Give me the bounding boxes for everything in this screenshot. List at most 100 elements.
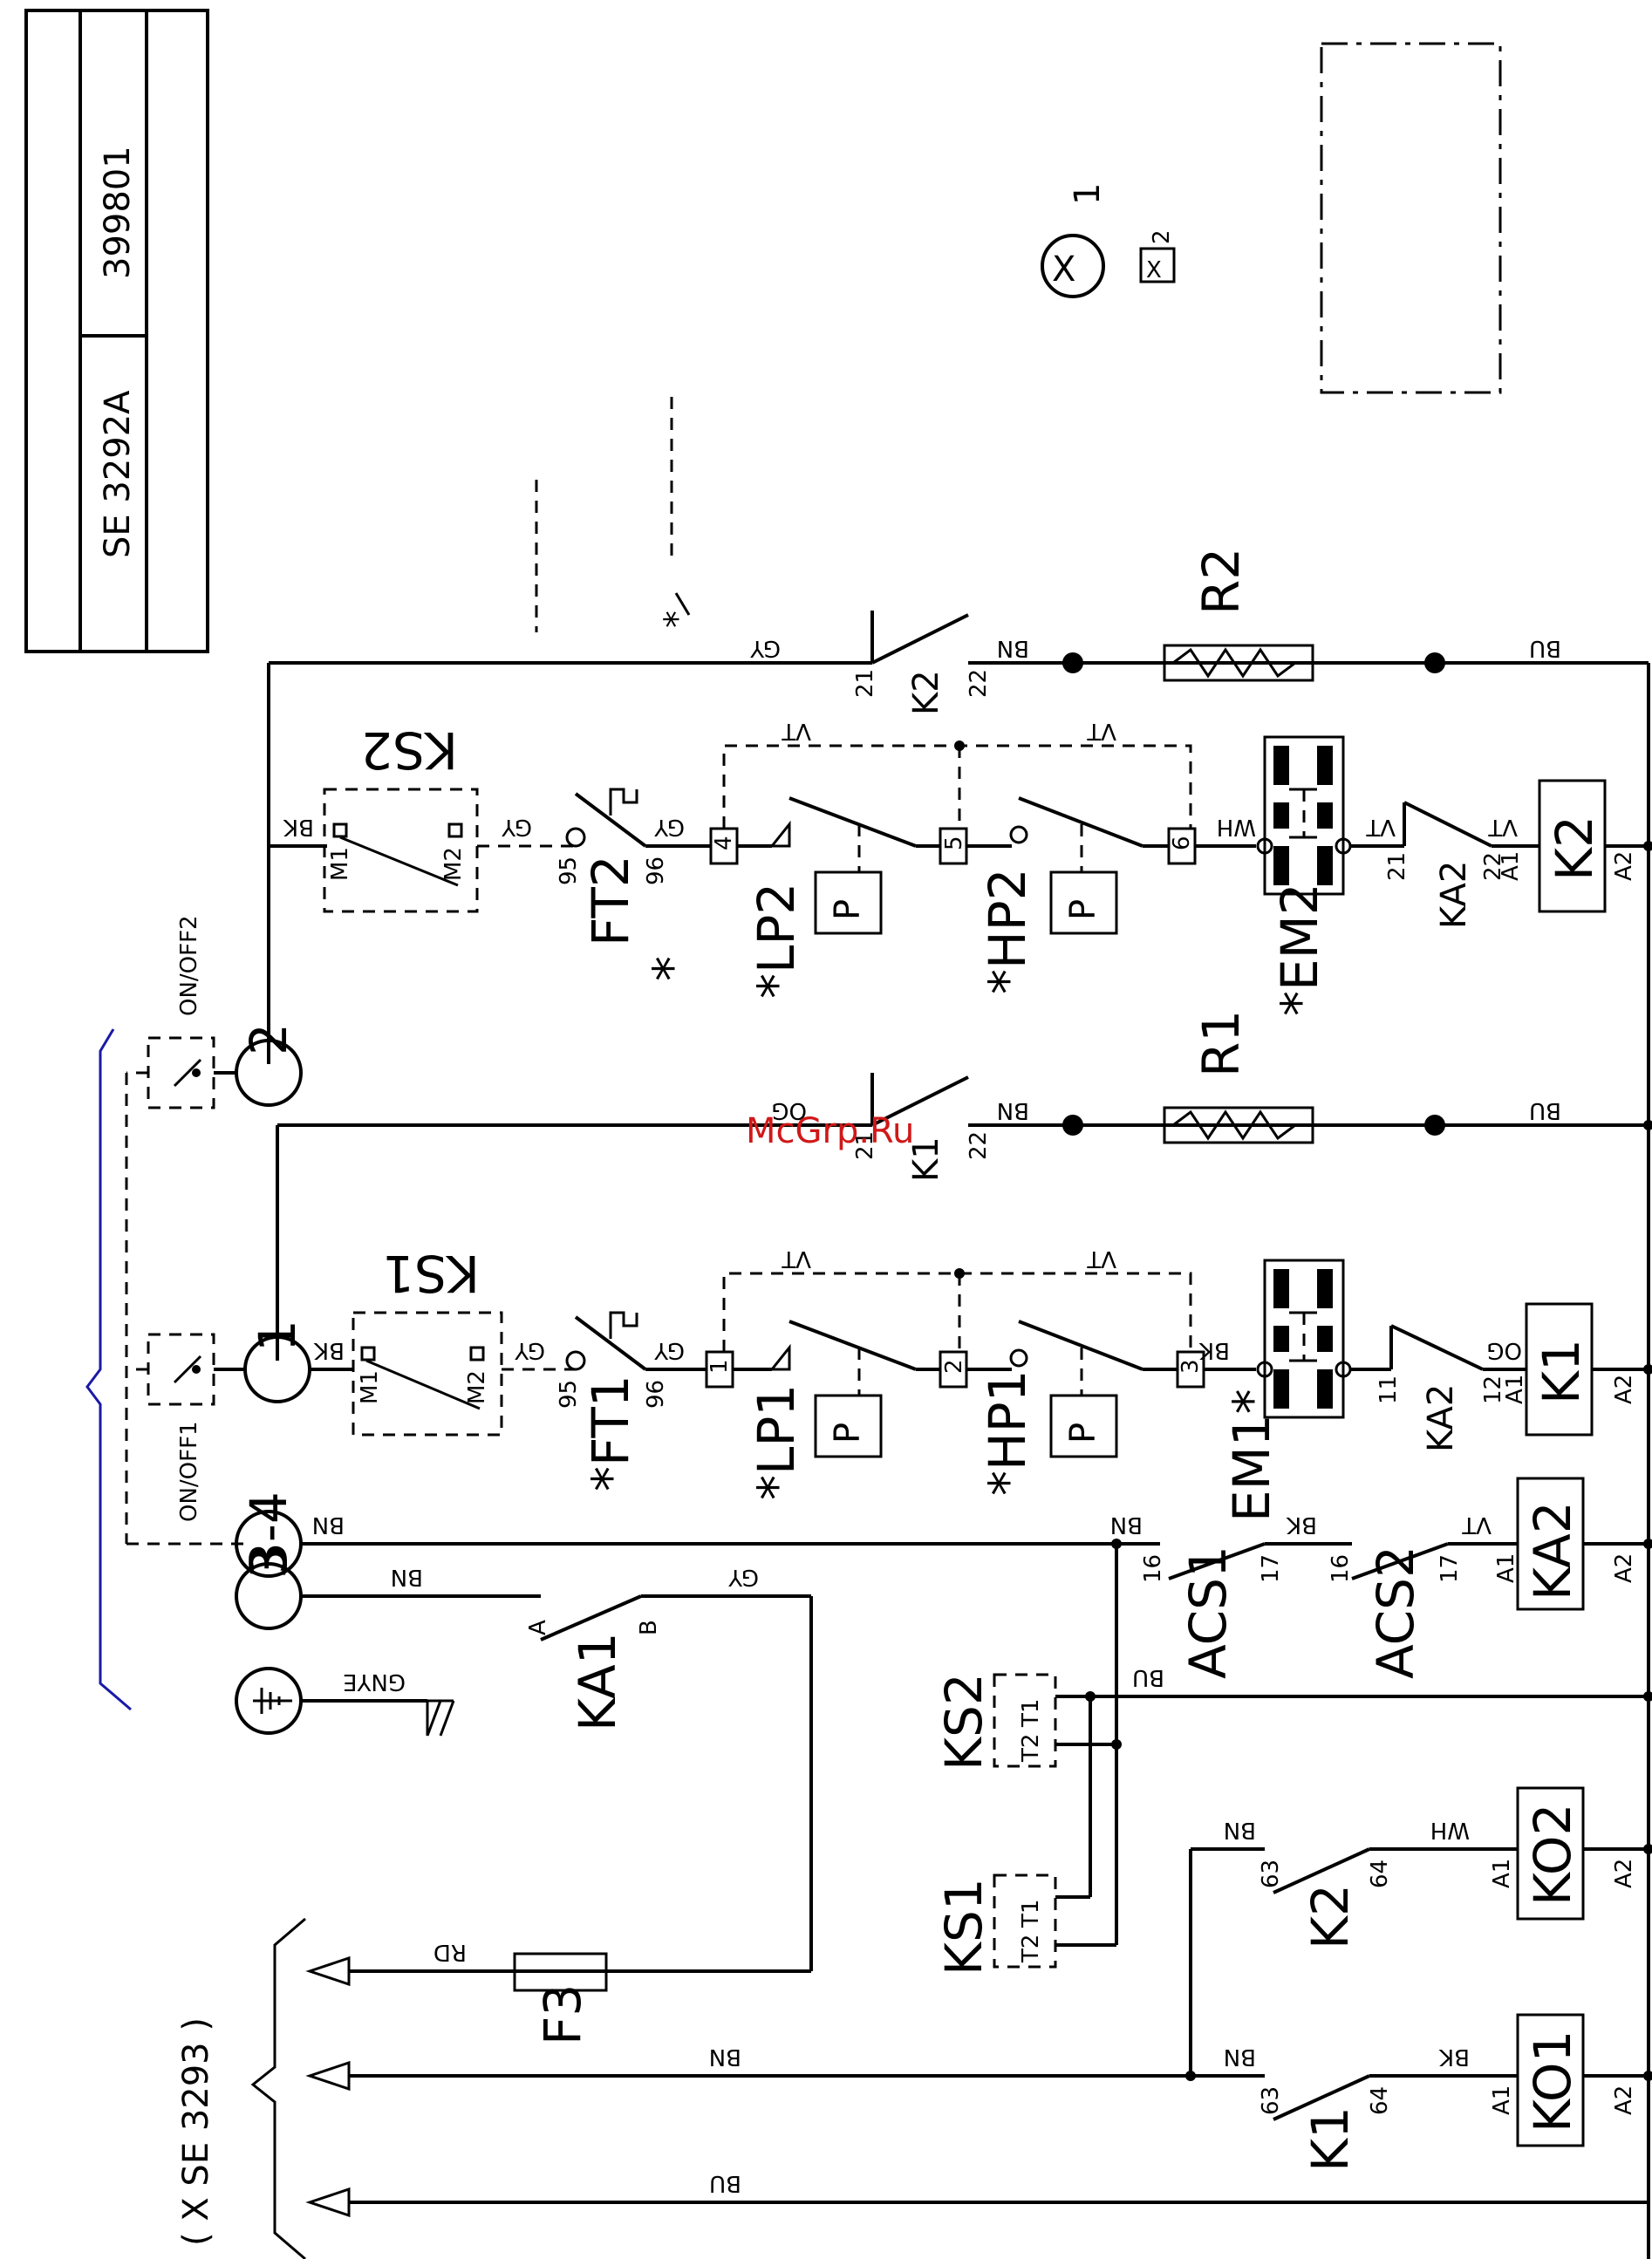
- label-wires-og: OG: [1486, 1337, 1522, 1363]
- label-pins-a2: A2: [1611, 1375, 1637, 1404]
- lp2-label: *LP2: [747, 883, 806, 999]
- label-wires-bn: BN: [1224, 2044, 1256, 2070]
- label-pins-a: A: [525, 1620, 551, 1635]
- label-pins-p63: 63: [1258, 2086, 1284, 2115]
- label-wires-rd: RD: [433, 1939, 467, 1965]
- label-wires-gy: GY: [750, 635, 781, 661]
- label-wires-bn: BN: [1224, 1817, 1256, 1843]
- label-pins-n3: 3: [1178, 1359, 1204, 1374]
- acs2-label: ACS2: [1366, 1546, 1425, 1679]
- on-off2-label: ON/OFF2: [176, 915, 202, 1016]
- label-pins-a1: A1: [1489, 1859, 1515, 1888]
- label-wires-gy: GY: [654, 1337, 685, 1363]
- ks1-contact-label: KS1: [934, 1878, 993, 1976]
- terminal-33: 3: [239, 1546, 298, 1579]
- label-wires-bn: BN: [1110, 1512, 1143, 1538]
- label-components-p: P: [1063, 899, 1103, 920]
- title-code: SE 3292A: [98, 390, 138, 558]
- label-pins-p17: 17: [1258, 1554, 1284, 1583]
- ka2-contact-label-2: KA2: [1434, 861, 1474, 929]
- ka2-contact-label-1: KA2: [1421, 1384, 1461, 1452]
- k1-ko1-contact-label: K1: [1300, 2106, 1360, 2172]
- label-wires-vt: VT: [1488, 814, 1518, 840]
- label-pins-n4: 4: [711, 836, 737, 850]
- label-pins-a1: A1: [1489, 2085, 1515, 2115]
- label-wires-gy: GY: [728, 1564, 759, 1590]
- label-wires-vt: VT: [782, 1246, 811, 1272]
- label-wires-bu: BU: [1132, 1664, 1164, 1690]
- k2-coil-label: K2: [1545, 816, 1604, 881]
- ks2-contact-label: KS2: [934, 1673, 993, 1771]
- label-wires-bk: BK: [283, 814, 314, 840]
- lp1-label: *LP1: [747, 1384, 806, 1500]
- label-pins-a1: A1: [1502, 1375, 1528, 1404]
- em1-label: EM1*: [1222, 1389, 1281, 1522]
- k2-contact-label: K2: [906, 670, 946, 715]
- label-pins-a1: A1: [1493, 1553, 1519, 1583]
- star-optional: *: [658, 611, 698, 628]
- label-pins-t2: T2: [1018, 1935, 1044, 1963]
- ka2-coil-label: KA2: [1523, 1501, 1582, 1600]
- label-wires-bu: BU: [1529, 1097, 1561, 1123]
- label-pins-p96: 96: [643, 1380, 669, 1409]
- switch-brace: [85, 1028, 132, 1711]
- label-pins-b: B: [636, 1620, 662, 1635]
- label-components-star: *: [642, 956, 701, 981]
- label-wires-bn: BN: [997, 1097, 1029, 1123]
- label-components-p: P: [1063, 1423, 1103, 1443]
- label-wires-gnye: GNYE: [343, 1669, 406, 1695]
- ko1-label: KO1: [1523, 2030, 1582, 2133]
- label-pins-m2: M2: [464, 1370, 490, 1404]
- hp2-label: *HP2: [978, 869, 1037, 995]
- label-pins-t2: T2: [1018, 1734, 1044, 1763]
- label-pins-m1: M1: [357, 1370, 383, 1404]
- label-wires-bk: BK: [1198, 1337, 1230, 1363]
- label-pins-p16: 16: [1328, 1554, 1354, 1583]
- label-pins-p22: 22: [1480, 852, 1506, 881]
- label-pins-p22: 22: [966, 1131, 992, 1160]
- label-wires-vt: VT: [1366, 814, 1396, 840]
- label-pins-n2: 2: [941, 1359, 967, 1374]
- notes-legend: X 1 X 2: [1041, 183, 1176, 298]
- em2-label: *EM2: [1270, 883, 1329, 1016]
- reference-label: ( X SE 3293 ): [176, 2017, 216, 2246]
- ka1-label: KA1: [568, 1632, 627, 1731]
- label-pins-a2: A2: [1611, 1553, 1637, 1583]
- k1-coil-label: K1: [1532, 1339, 1591, 1404]
- terminal-1: 1: [248, 1320, 307, 1352]
- label-wires-bk: BK: [1286, 1512, 1317, 1538]
- label-pins-a2: A2: [1611, 1859, 1637, 1888]
- label-wires-og: OG: [771, 1097, 807, 1123]
- label-pins-p22: 22: [966, 669, 992, 698]
- label-wires-vt: VT: [782, 718, 811, 744]
- terminal-2: 2: [239, 1023, 298, 1055]
- label-pins-a1: A1: [1498, 851, 1524, 881]
- label-pins-p16: 16: [1140, 1554, 1166, 1583]
- label-wires-vt: VT: [1462, 1512, 1492, 1538]
- label-wires-bn: BN: [312, 1512, 345, 1538]
- label-pins-m1: M1: [327, 847, 353, 881]
- label-components-p: P: [828, 899, 868, 920]
- note-2: 2: [1149, 229, 1175, 244]
- label-pins-p63: 63: [1258, 1860, 1284, 1888]
- title-block: SE 3292A 399801: [24, 9, 209, 653]
- label-wires-bk: BK: [313, 1337, 345, 1363]
- acs1-label: ACS1: [1178, 1546, 1238, 1679]
- r2-label: R2: [1191, 548, 1251, 615]
- ks2-label: KS2: [360, 720, 458, 780]
- label-pins-p96: 96: [643, 857, 669, 885]
- ft2-label: FT2: [581, 855, 640, 946]
- label-pins-t1: T1: [1018, 1699, 1044, 1728]
- label-pins-p95: 95: [556, 1380, 582, 1409]
- on-off1-label: ON/OFF1: [176, 1421, 202, 1522]
- label-pins-a2: A2: [1611, 851, 1637, 881]
- label-pins-p17: 17: [1437, 1554, 1463, 1583]
- ko2-label: KO2: [1523, 1804, 1582, 1906]
- label-components-p: P: [828, 1423, 868, 1443]
- r1-label: R1: [1191, 1010, 1251, 1077]
- label-pins-t1: T1: [1018, 1900, 1044, 1928]
- svg-text:X: X: [1146, 257, 1162, 283]
- label-wires-gy: GY: [502, 814, 532, 840]
- label-pins-p95: 95: [556, 857, 582, 885]
